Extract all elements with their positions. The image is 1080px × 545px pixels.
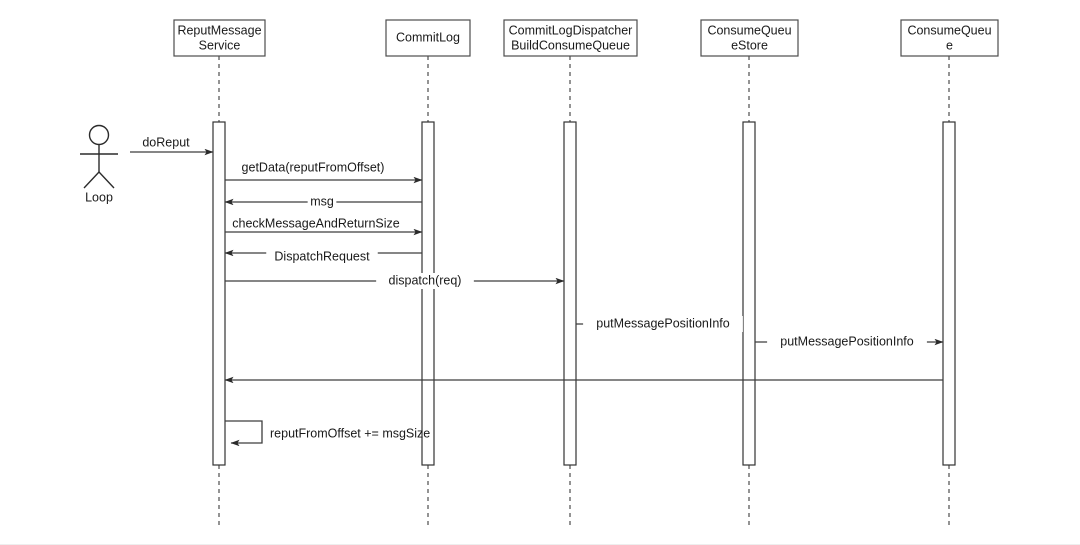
lifeline-label-line1: ConsumeQueu [907, 23, 991, 37]
lifeline-label-line1: CommitLog [396, 30, 460, 44]
message-label-backing [767, 334, 927, 350]
message-label: msg [310, 194, 334, 208]
actor-leg-right [98, 171, 115, 189]
lifeline-commit-log: CommitLog [385, 19, 471, 527]
message-check-message-and-return-size[interactable]: checkMessageAndReturnSize [225, 216, 423, 236]
message-put-message-position-info-1[interactable]: putMessagePositionInfo [576, 316, 744, 332]
self-message-label: reputFromOffset += msgSize [270, 426, 430, 440]
message-put-message-position-info-2[interactable]: putMessagePositionInfo [755, 334, 944, 350]
lifeline-header-box[interactable] [700, 19, 799, 57]
message-label: doReput [142, 135, 190, 149]
self-message-arrow [225, 420, 263, 447]
activation-bar[interactable] [421, 121, 435, 466]
message-label-backing [266, 249, 378, 265]
message-msg-return[interactable]: msg [224, 194, 422, 210]
messages-group: doReput getData(reputFromOffset) msg checkM… [130, 135, 944, 384]
actor-loop: Loop [80, 124, 118, 204]
message-get-data[interactable]: getData(reputFromOffset) [225, 160, 423, 184]
lifeline-label-line1: ReputMessage [177, 23, 261, 37]
lifeline-header-box[interactable] [173, 19, 266, 57]
message-label: putMessagePositionInfo [780, 334, 913, 348]
message-dispatch-req[interactable]: dispatch(req) [225, 273, 565, 289]
lifeline-label-line2: Service [199, 38, 241, 52]
message-label: checkMessageAndReturnSize [232, 216, 399, 230]
activation-bar[interactable] [942, 121, 956, 466]
activation-bar[interactable] [212, 121, 226, 466]
actor-head-icon [88, 124, 110, 146]
lifeline-label-line1: CommitLogDispatcher [509, 23, 633, 37]
lifeline-header-box[interactable] [503, 19, 638, 57]
lifeline-header-box[interactable] [385, 19, 471, 57]
lifeline-label-line2: eStore [731, 38, 768, 52]
message-label: getData(reputFromOffset) [242, 160, 385, 174]
message-label: dispatch(req) [389, 273, 462, 287]
lifeline-consume-queue: ConsumeQueue [900, 19, 999, 527]
message-label-backing [307, 194, 337, 210]
message-label-backing [376, 273, 474, 289]
self-message-group: reputFromOffset += msgSize [225, 420, 430, 447]
message-do-reput[interactable]: doReput [130, 135, 214, 156]
message-label: putMessagePositionInfo [596, 316, 729, 330]
activation-bar[interactable] [563, 121, 577, 466]
message-label: DispatchRequest [274, 249, 370, 263]
actor-leg-left [83, 171, 100, 189]
message-label-backing [583, 316, 743, 332]
actor-label: Loop [85, 190, 113, 204]
message-dispatch-request[interactable]: DispatchRequest [224, 249, 422, 265]
lifeline-label-line2: BuildConsumeQueue [511, 38, 630, 52]
self-message-reput-from-offset-increment[interactable]: reputFromOffset += msgSize [225, 420, 430, 447]
lifeline-label-line2: e [946, 38, 953, 52]
activation-bar[interactable] [742, 121, 756, 466]
lifeline-label-line1: ConsumeQueu [707, 23, 791, 37]
